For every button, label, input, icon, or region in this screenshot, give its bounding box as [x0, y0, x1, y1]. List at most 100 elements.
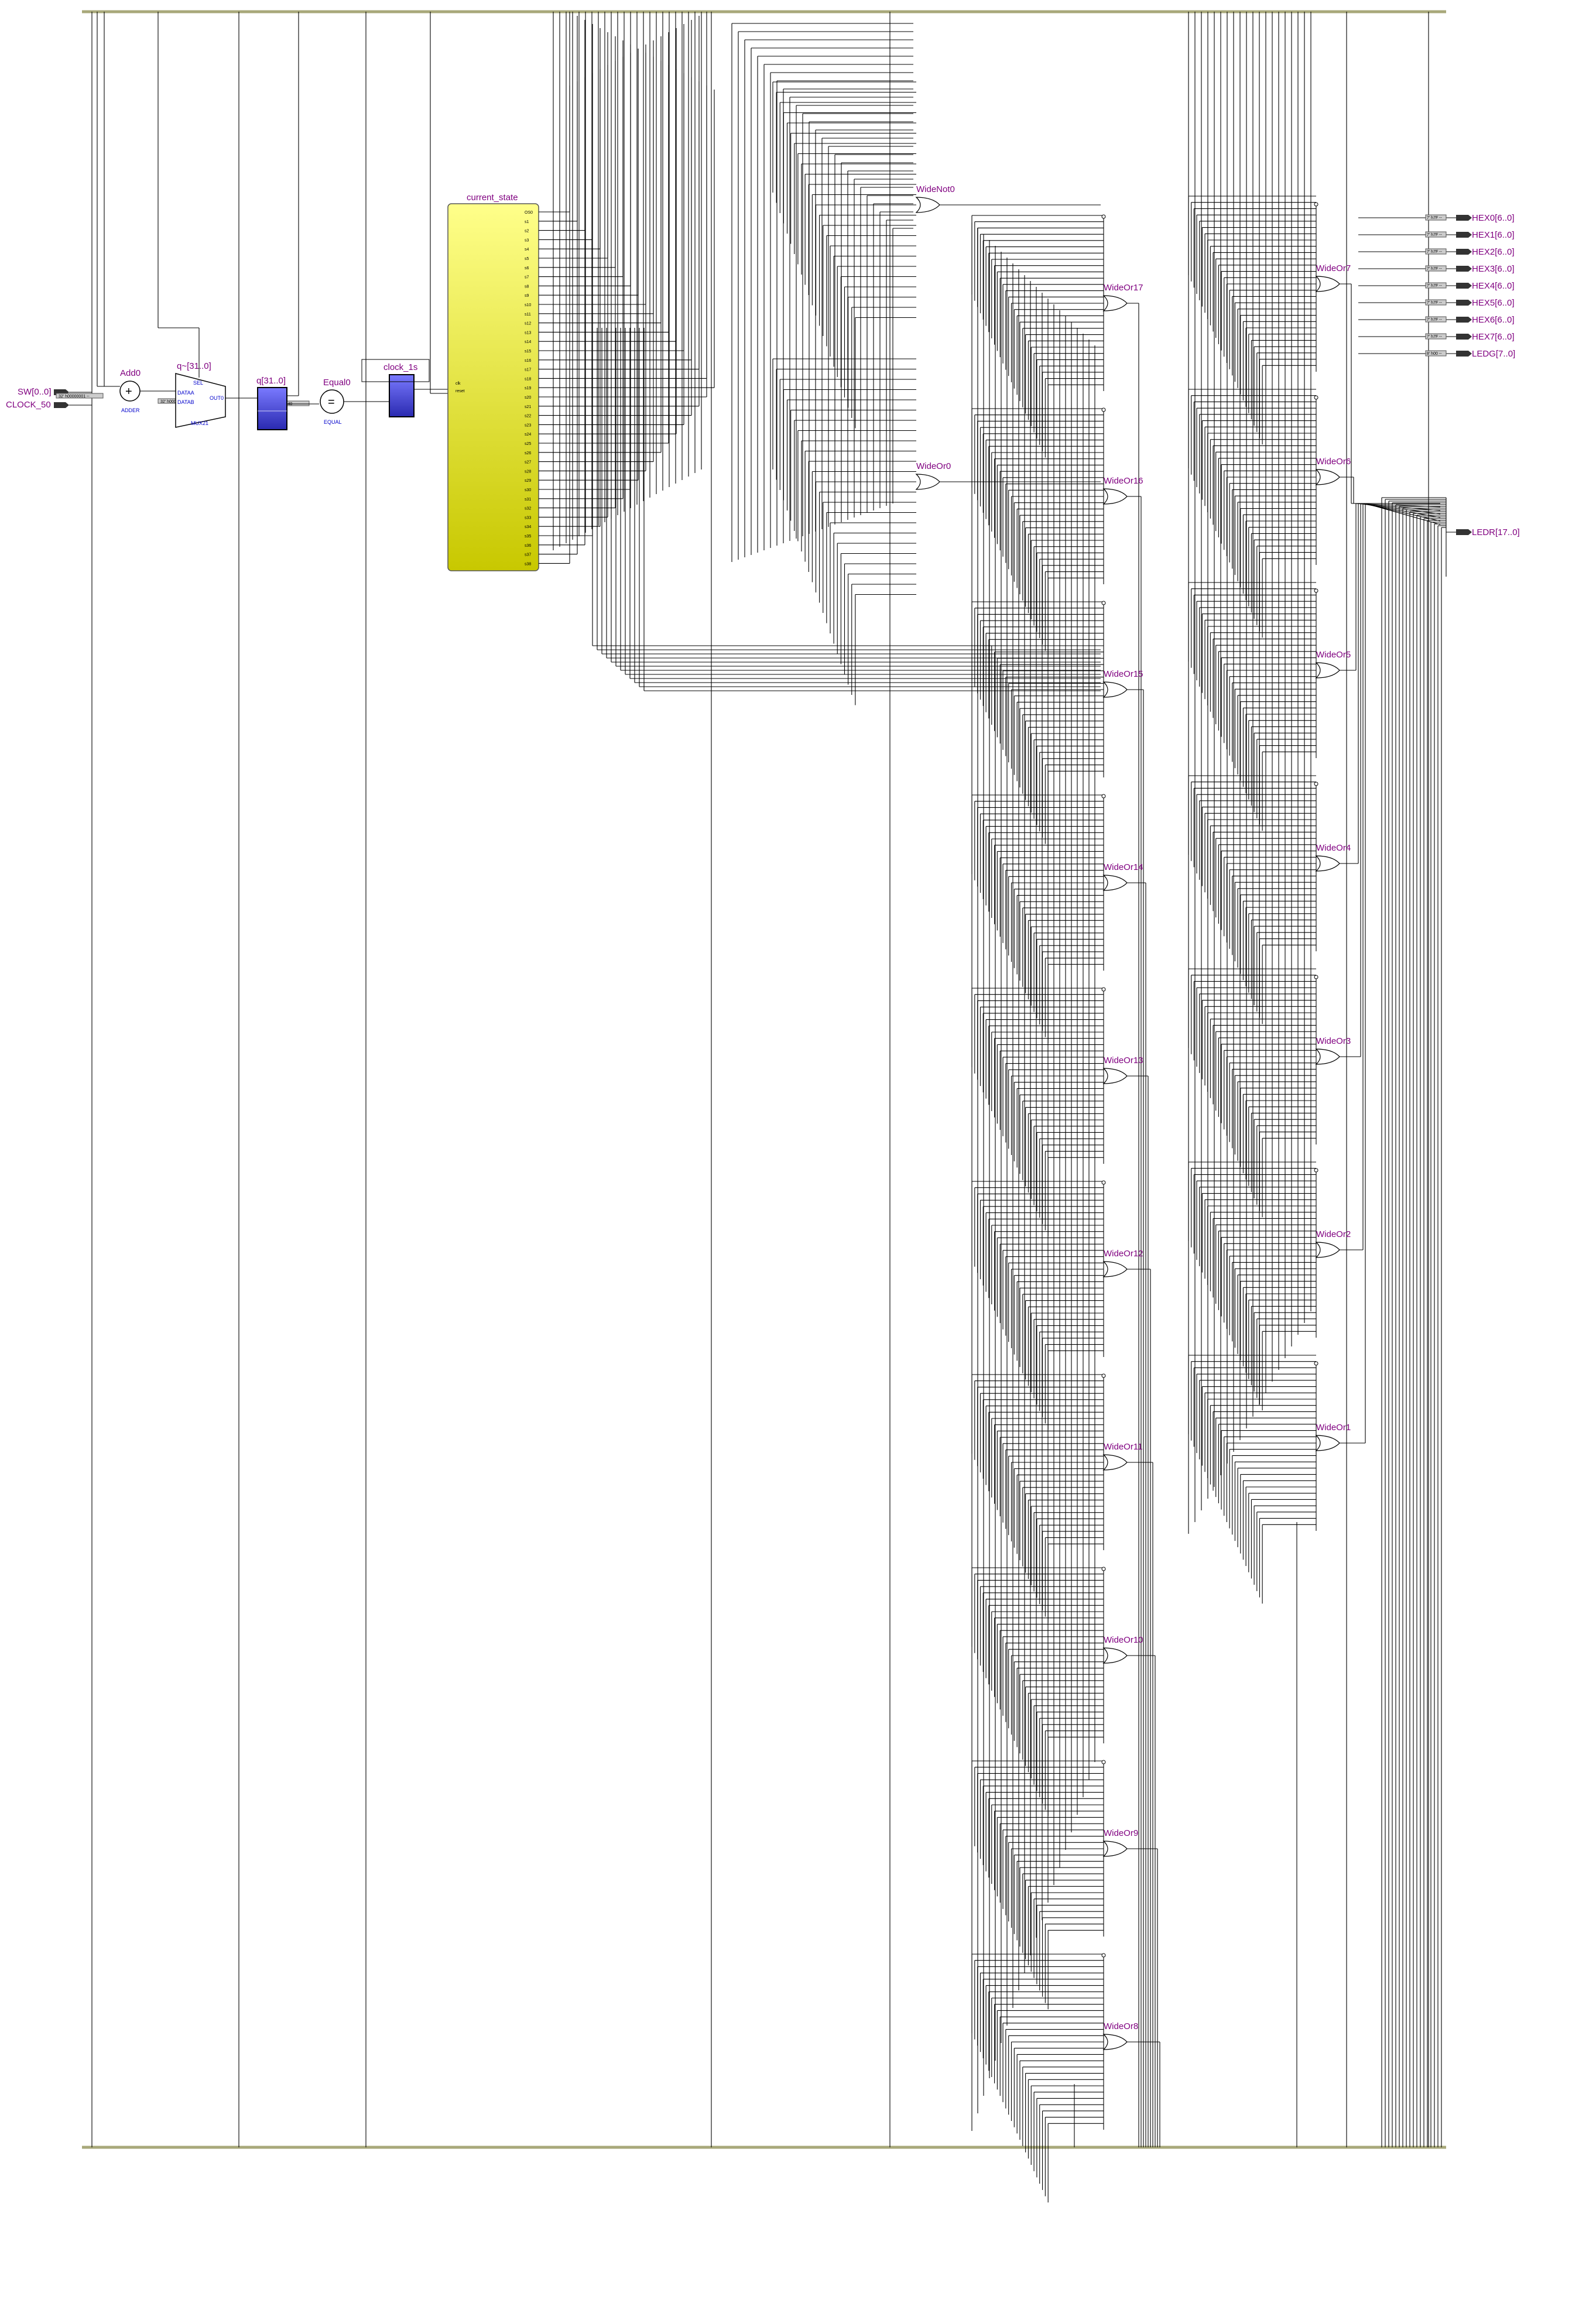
clock-1s-label: clock_1s	[383, 362, 417, 372]
state-output-label: s34	[525, 525, 531, 529]
state-output-label: s26	[525, 451, 531, 455]
output-tag: 7' h7F --	[1427, 335, 1443, 339]
adder-symbol: +	[125, 385, 132, 398]
svg-text:DATAA: DATAA	[177, 390, 194, 396]
input-clock[interactable]: CLOCK_50	[6, 400, 69, 410]
output-label: HEX0[6..0]	[1472, 213, 1515, 223]
equal-label: Equal0	[323, 378, 351, 388]
register-block[interactable]: q[31..0]	[256, 376, 287, 430]
or-gate[interactable]: WideOr0	[915, 461, 951, 490]
current-state-block[interactable]: current_state clk reset OS0s1s2s3s4s5s6s…	[447, 193, 539, 571]
adder-sub: ADDER	[121, 407, 140, 413]
output-tag: 7' h7F --	[1427, 284, 1443, 288]
output-pin[interactable]: 7' h7F --HEX2[6..0]	[1425, 247, 1515, 257]
input-sw-label: SW[0..0]	[18, 387, 52, 397]
output-pin[interactable]: 7' h7F -- HEX1[6..0]	[1425, 230, 1515, 240]
state-output-label: s4	[525, 248, 529, 252]
or-gate[interactable]: WideOr1	[1315, 1423, 1351, 1451]
svg-text:OUT0: OUT0	[210, 395, 224, 401]
or-gate[interactable]: WideOr17	[1102, 283, 1143, 311]
or-gate-label: WideOr11	[1104, 1442, 1142, 1452]
equal-symbol: =	[328, 396, 335, 409]
gate-layer: WideNot0WideOr0WideOr17WideOr16WideOr15W…	[915, 184, 1351, 2050]
state-output-label: s1	[525, 220, 529, 224]
or-gate[interactable]: WideOr7	[1315, 263, 1351, 292]
adder-block[interactable]: + Add0 ADDER	[119, 368, 141, 413]
or-gate[interactable]: WideOr16	[1102, 476, 1143, 505]
or-gate-label: WideOr2	[1316, 1229, 1351, 1239]
state-output-label: s33	[525, 516, 531, 520]
or-gate-label: WideOr16	[1104, 476, 1143, 486]
mux-block[interactable]: q~[31..0] SEL DATAA DATAB OUT0 MUX21	[175, 361, 226, 428]
state-output-label: s16	[525, 359, 531, 363]
state-output-label: s31	[525, 498, 531, 502]
output-pin[interactable]: 7' h7F -- HEX3[6..0]	[1425, 264, 1515, 274]
output-tag: 7' h7F --	[1427, 233, 1443, 237]
state-output-label: s2	[525, 229, 529, 234]
output-label: HEX4[6..0]	[1472, 281, 1515, 291]
or-gate[interactable]: WideOr9	[1102, 1828, 1138, 1857]
or-gate[interactable]: WideOr11	[1102, 1442, 1142, 1471]
or-gate-label: WideOr14	[1104, 862, 1143, 872]
state-output-label: s23	[525, 423, 531, 427]
state-output-label: s24	[525, 433, 531, 437]
equal-block[interactable]: = Equal0 EQUAL	[320, 378, 351, 425]
output-tag: 7' h7F --	[1427, 301, 1443, 305]
or-gate[interactable]: WideOr6	[1315, 457, 1351, 485]
state-output-label: s21	[525, 405, 531, 409]
output-label: HEX6[6..0]	[1472, 315, 1515, 325]
output-pin[interactable]: 7' h7F --HEX7[6..0]	[1425, 332, 1515, 342]
or-gate[interactable]: WideOr8	[1102, 2021, 1138, 2050]
output-label: HEX3[6..0]	[1472, 264, 1515, 274]
or-gate[interactable]: WideOr4	[1315, 843, 1351, 872]
or-gate-label: WideNot0	[916, 184, 955, 194]
state-output-label: s8	[525, 285, 529, 289]
output-pin[interactable]: 7' h7F -- HEX0[6..0]	[1425, 213, 1515, 223]
state-output-label: s3	[525, 238, 529, 242]
state-output-label: s37	[525, 553, 531, 557]
input-clock-label: CLOCK_50	[6, 400, 51, 410]
or-gate[interactable]: WideNot0	[915, 184, 955, 213]
output-label: HEX1[6..0]	[1472, 230, 1515, 240]
output-pin[interactable]: 7' h7F -- HEX4[6..0]	[1425, 281, 1515, 291]
wire-fanouts	[539, 12, 1456, 2203]
clock-1s-block[interactable]: clock_1s	[361, 359, 430, 417]
output-pin[interactable]: 7' h7F -- HEX6[6..0]	[1425, 315, 1515, 325]
state-output-label: s12	[525, 322, 531, 326]
or-gate[interactable]: WideOr10	[1102, 1635, 1143, 1664]
svg-text:DATAB: DATAB	[177, 399, 194, 405]
output-tag: 7' h7F --	[1427, 216, 1443, 220]
ledr-output[interactable]: LEDR[17..0]	[1456, 527, 1520, 537]
state-output-ports: OS0s1s2s3s4s5s6s7s8s9s10s11s12s13s14s15s…	[525, 211, 533, 566]
or-gate[interactable]: WideOr12	[1102, 1249, 1143, 1277]
output-tag: 7' h7F --	[1427, 267, 1443, 271]
state-output-label: s18	[525, 377, 531, 381]
svg-text:32' h00000001 --: 32' h00000001 --	[59, 395, 90, 399]
output-pins: 7' h7F --HEX0[6..0]7' h7F --HEX1[6..0]7'…	[1425, 213, 1515, 359]
or-gate-label: WideOr5	[1316, 650, 1351, 660]
state-output-label: s15	[525, 349, 531, 354]
state-output-label: s29	[525, 479, 531, 483]
or-gate[interactable]: WideOr5	[1315, 650, 1351, 678]
state-output-label: s30	[525, 488, 531, 492]
state-port-reset: reset	[455, 389, 465, 393]
output-tag: 7' h7F --	[1427, 318, 1443, 322]
or-gate-label: WideOr9	[1104, 1828, 1138, 1838]
state-output-label: OS0	[525, 211, 533, 215]
or-gate-label: WideOr6	[1316, 457, 1351, 467]
state-output-label: s11	[525, 313, 531, 317]
register-label: q[31..0]	[256, 376, 286, 386]
or-gate[interactable]: WideOr14	[1102, 862, 1143, 891]
current-state-label: current_state	[467, 193, 518, 203]
or-gate[interactable]: WideOr15	[1102, 669, 1143, 698]
or-gate[interactable]: WideOr3	[1315, 1036, 1351, 1065]
state-output-label: s35	[525, 534, 531, 539]
output-tag: 7' h7F --	[1427, 250, 1443, 254]
state-output-label: s32	[525, 507, 531, 511]
or-gate[interactable]: WideOr2	[1315, 1229, 1351, 1258]
or-gate-label: WideOr15	[1104, 669, 1143, 679]
or-gate[interactable]: WideOr13	[1102, 1056, 1143, 1084]
state-output-label: s20	[525, 396, 531, 400]
output-pin[interactable]: 8' h00 --LEDG[7..0]	[1425, 349, 1515, 359]
output-pin[interactable]: 7' h7F --HEX5[6..0]	[1425, 298, 1515, 308]
